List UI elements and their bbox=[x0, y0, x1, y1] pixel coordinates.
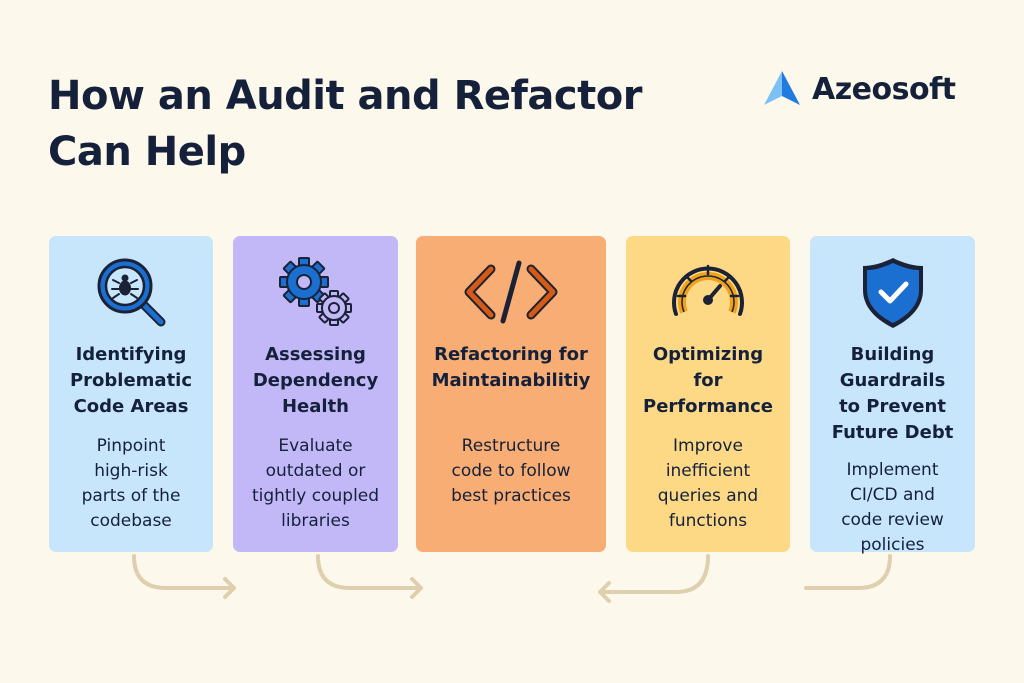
card-title-line: Problematic bbox=[69, 370, 193, 391]
brand-name: Azeosoft bbox=[812, 71, 956, 107]
card-title-line: Assessing bbox=[265, 344, 366, 365]
card-description: Pinpoint high-risk parts of the codebase bbox=[55, 434, 207, 534]
card-description: Restructure code to follow best practice… bbox=[422, 434, 600, 509]
card-description: Improve inefficient queries and function… bbox=[632, 434, 784, 534]
step-card-assessing: Assessing Dependency Health Evaluate out… bbox=[233, 236, 398, 552]
card-title: Building Guardrails to Prevent Future De… bbox=[816, 342, 969, 446]
card-icon-container bbox=[49, 252, 213, 332]
card-desc-line: policies bbox=[860, 535, 925, 555]
card-title-line: Maintainabilitiy bbox=[431, 370, 591, 391]
card-title-line: Optimizing bbox=[652, 344, 764, 365]
card-title-line: Health bbox=[281, 396, 349, 417]
card-desc-line: codebase bbox=[90, 511, 172, 531]
page-title: How an Audit and Refactor Can Help bbox=[48, 68, 688, 180]
card-title-line: for bbox=[693, 370, 723, 391]
card-description: Evaluate outdated or tightly coupled lib… bbox=[239, 434, 392, 534]
card-desc-line: Evaluate bbox=[278, 436, 353, 456]
step-card-refactoring: Refactoring for Maintainabilitiy Restruc… bbox=[416, 236, 606, 552]
card-desc-line: high-risk bbox=[94, 461, 168, 481]
card-title-line: Code Areas bbox=[73, 396, 189, 417]
card-desc-line: libraries bbox=[281, 511, 350, 531]
shield-check-icon bbox=[862, 258, 923, 328]
card-title: Optimizing for Performance bbox=[632, 342, 784, 420]
card-desc-line: Implement bbox=[846, 460, 939, 480]
card-icon-container bbox=[416, 252, 606, 332]
card-title: Identifying Problematic Code Areas bbox=[55, 342, 207, 420]
card-desc-line: Restructure bbox=[461, 436, 561, 456]
card-desc-line: Improve bbox=[673, 436, 743, 456]
speedometer-icon bbox=[672, 264, 744, 316]
connector-arrow-2-to-3 bbox=[316, 554, 423, 599]
card-icon-container bbox=[626, 252, 790, 332]
card-desc-line: queries and bbox=[657, 486, 759, 506]
card-desc-line: code review bbox=[841, 510, 944, 530]
card-desc-line: code to follow bbox=[451, 461, 571, 481]
card-icon-container bbox=[233, 252, 398, 332]
card-icon-container bbox=[810, 252, 975, 332]
card-title-line: Guardrails bbox=[839, 370, 946, 391]
card-desc-line: outdated or bbox=[265, 461, 366, 481]
title-line-2: Can Help bbox=[48, 129, 246, 175]
step-card-optimizing: Optimizing for Performance Improve ineff… bbox=[626, 236, 790, 552]
card-desc-line: tightly coupled bbox=[251, 486, 380, 506]
magnifier-bug-icon bbox=[97, 258, 166, 327]
code-brackets-icon bbox=[464, 260, 558, 324]
title-line-1: How an Audit and Refactor bbox=[48, 73, 642, 119]
gears-icon bbox=[278, 257, 352, 326]
azeosoft-logo-icon bbox=[764, 71, 800, 105]
brand: Azeosoft bbox=[760, 66, 956, 112]
card-title: Refactoring for Maintainabilitiy bbox=[422, 342, 600, 394]
card-title-line: Identifying bbox=[75, 344, 187, 365]
step-card-identifying: Identifying Problematic Code Areas Pinpo… bbox=[49, 236, 213, 552]
connector-arrow-4-to-3 bbox=[598, 554, 710, 603]
connector-arrow-1-to-2 bbox=[132, 554, 236, 599]
card-title-line: Refactoring for bbox=[434, 344, 588, 365]
card-title: Assessing Dependency Health bbox=[239, 342, 392, 420]
card-title-line: Performance bbox=[643, 396, 773, 417]
card-title-line: Building bbox=[850, 344, 935, 365]
card-desc-line: functions bbox=[668, 511, 748, 531]
card-title-line: Dependency bbox=[252, 370, 379, 391]
step-card-building-guardrails: Building Guardrails to Prevent Future De… bbox=[810, 236, 975, 555]
card-desc-line: CI/CD and bbox=[850, 485, 935, 505]
card-desc-line: parts of the bbox=[81, 486, 181, 506]
card-desc-line: best practices bbox=[451, 486, 571, 506]
card-title-line: to Prevent bbox=[839, 396, 946, 417]
card-description: Implement CI/CD and code review policies bbox=[816, 458, 969, 558]
card-desc-line: Pinpoint bbox=[96, 436, 166, 456]
connector-line-5 bbox=[804, 554, 892, 590]
card-title-line: Future Debt bbox=[831, 422, 954, 443]
card-desc-line: inefficient bbox=[665, 461, 751, 481]
